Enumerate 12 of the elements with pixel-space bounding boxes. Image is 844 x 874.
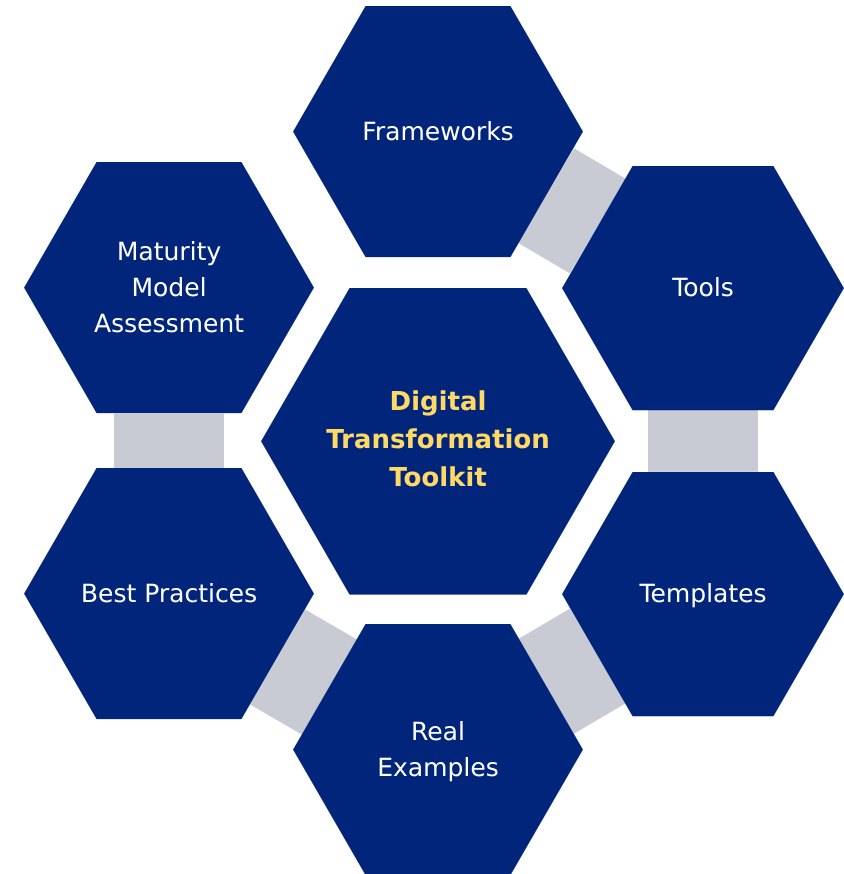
node-label: Tools	[671, 272, 735, 304]
node-label: Real Examples	[376, 716, 500, 784]
connector-band	[518, 148, 626, 274]
node-label: Frameworks	[361, 116, 515, 148]
connector-band	[648, 410, 758, 472]
node-label: Digital Transformation Toolkit	[325, 386, 551, 495]
connector-band	[518, 608, 626, 734]
connector-band	[250, 609, 358, 735]
node-label: Best Practices	[80, 578, 258, 610]
connector-band	[114, 414, 224, 468]
node-label: Templates	[638, 578, 768, 610]
node-label: Maturity Model Assessment	[93, 236, 245, 340]
